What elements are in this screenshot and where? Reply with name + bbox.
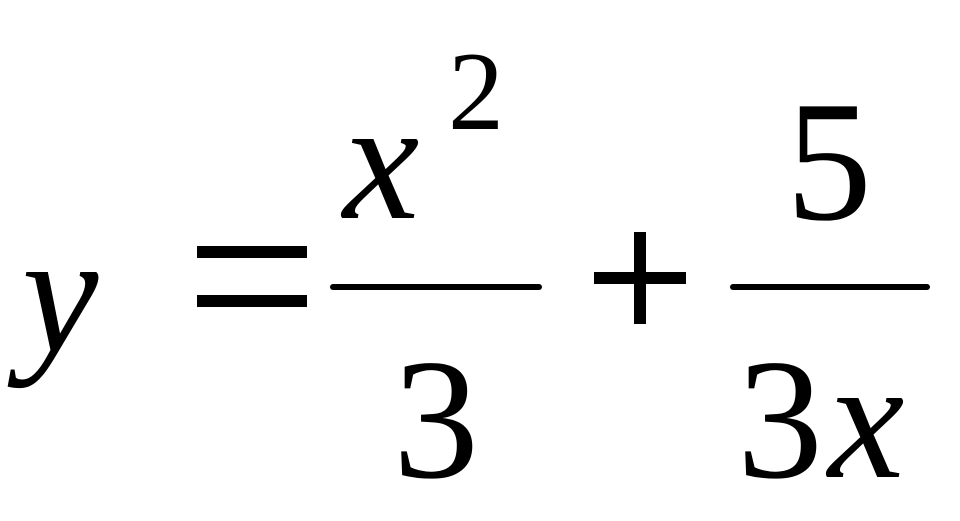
- fraction-2-bar: [730, 284, 930, 290]
- fraction-1-numerator-base: x: [343, 66, 420, 256]
- fraction-2-numerator: 5: [786, 67, 872, 257]
- fraction-1-bar: [330, 284, 542, 290]
- lhs-variable: y: [22, 199, 99, 389]
- fraction-2-denominator-variable: x: [828, 325, 905, 515]
- fraction-1-denominator: 3: [393, 325, 479, 515]
- fraction-2-denominator-coefficient: 3: [737, 325, 823, 515]
- fraction-1-numerator-exponent: 2: [448, 30, 504, 154]
